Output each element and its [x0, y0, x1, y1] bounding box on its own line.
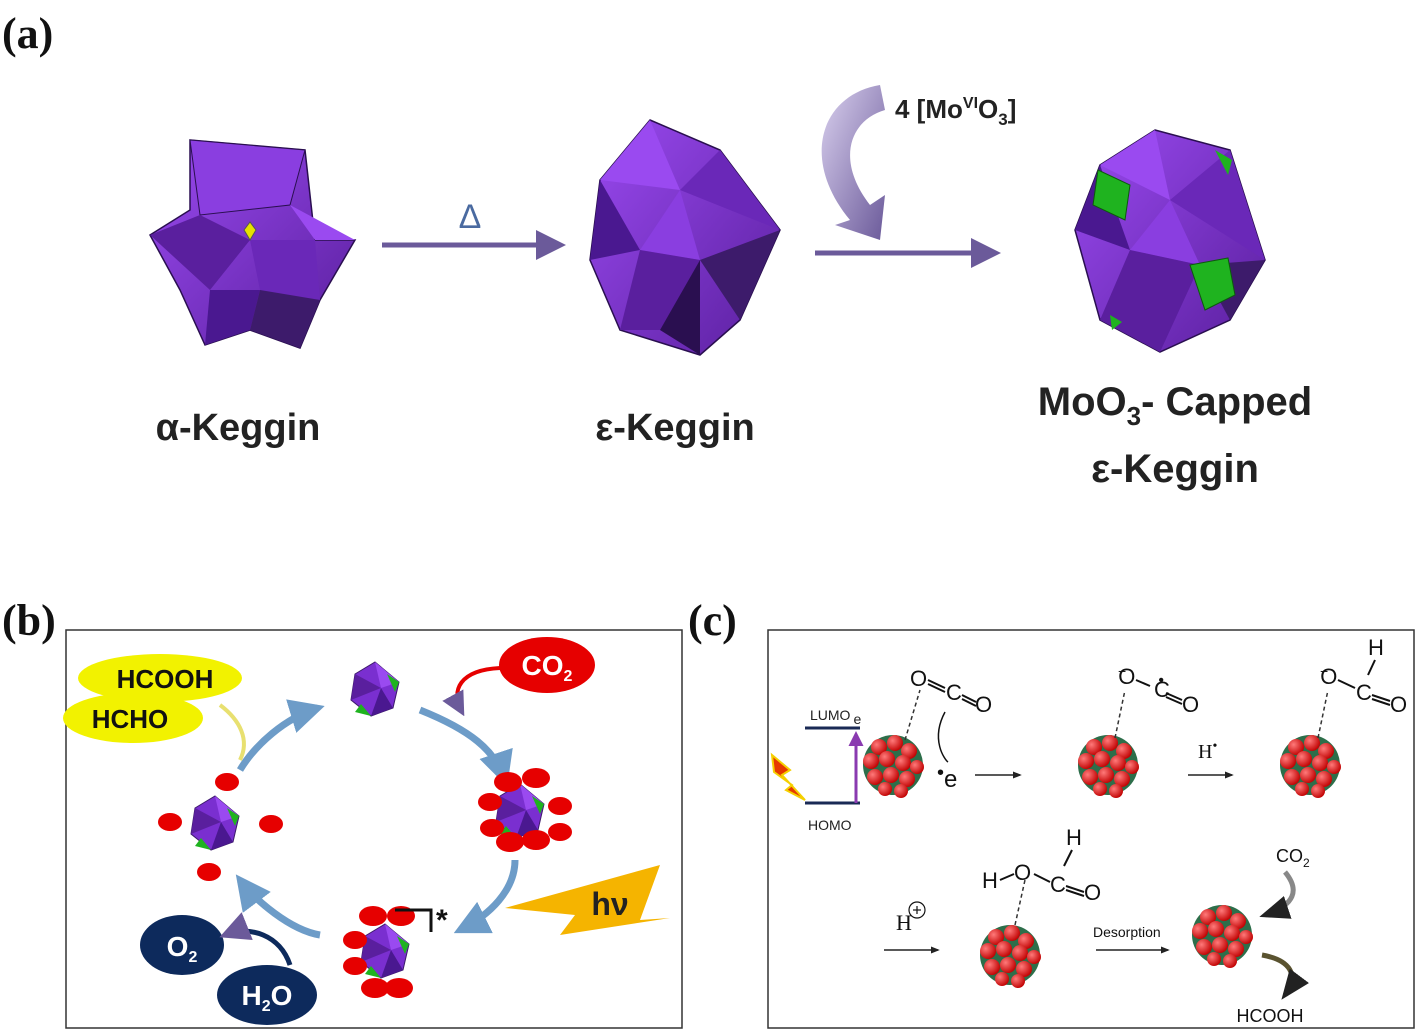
- light-bolt: hν: [505, 865, 670, 935]
- catalyst-bottom-excited: [343, 906, 433, 998]
- homo-label: HOMO: [808, 817, 852, 833]
- capped-keggin-structure: [1074, 129, 1266, 353]
- cluster-5: [1192, 905, 1253, 968]
- catalyst-top: [350, 661, 400, 717]
- svg-text:H: H: [1066, 825, 1082, 850]
- catalyst-left-with-co2: [158, 773, 283, 881]
- water-oxidation-arrow: [219, 912, 293, 966]
- cluster-2: [1078, 735, 1139, 798]
- capped-keggin-label: MoO3- Capped: [1038, 380, 1312, 431]
- svg-text:H: H: [1368, 635, 1384, 660]
- product-release-arrow: [218, 703, 246, 761]
- hcho-product: HCHO: [92, 704, 169, 734]
- co2-c1: C: [946, 680, 962, 705]
- hcooh-product: HCOOH: [117, 664, 214, 694]
- svg-text:H: H: [982, 868, 998, 893]
- svg-text:−O: −O: [1118, 663, 1135, 689]
- h2o-bubble: H2O: [217, 965, 317, 1025]
- svg-text:O2: O2: [167, 931, 198, 966]
- photon-bolt-icon: [770, 752, 806, 801]
- svg-text:O: O: [1390, 692, 1407, 717]
- reagent-label: 4 [MoVIO3]: [895, 94, 1016, 129]
- cycle-arrow-left-up: [236, 699, 325, 772]
- moo3-cap-right: [1189, 257, 1236, 311]
- o2-bubble: O2: [140, 915, 224, 975]
- co2-in-arrow: [1259, 870, 1296, 919]
- hcooh-out-label: HCOOH: [1237, 1006, 1304, 1026]
- svg-text:O: O: [1084, 880, 1101, 905]
- alpha-keggin-structure: [149, 139, 357, 349]
- epsilon-keggin-label: ε-Keggin: [595, 407, 754, 449]
- panel-b-frame: [65, 629, 683, 1029]
- light-label: hν: [591, 886, 628, 922]
- reagent-curved-arrow: [821, 85, 885, 240]
- h-dot-label: H•: [1198, 739, 1217, 763]
- catalyst-right-with-co2: [478, 768, 572, 852]
- electron-label: •e: [937, 762, 957, 793]
- cycle-arrow-right-down: [453, 859, 519, 934]
- svg-text:C: C: [1356, 680, 1372, 705]
- moo3-cap-top: [1215, 150, 1232, 175]
- svg-text:C: C: [1050, 872, 1066, 897]
- plus-circle-icon: [908, 901, 926, 919]
- desorption-label: Desorption: [1093, 924, 1161, 940]
- co2-out-label: CO2: [1276, 846, 1310, 870]
- svg-text:O: O: [1014, 860, 1031, 885]
- alpha-keggin-label: α-Keggin: [156, 407, 321, 449]
- panel-c-label: (c): [688, 596, 737, 645]
- excited-state-star: *: [436, 904, 448, 937]
- cluster-4: [980, 925, 1041, 988]
- co2-input-arrow: [442, 666, 501, 717]
- co2-o2: O: [975, 692, 992, 717]
- cluster-1: [863, 735, 924, 798]
- svg-text:•C: •C: [1154, 672, 1170, 702]
- h-plus-label: H: [896, 910, 912, 935]
- cluster-3: [1280, 735, 1341, 798]
- cycle-arrow-bottom-left: [235, 874, 321, 939]
- co2-bubble: CO2: [499, 637, 595, 693]
- moo3-cap-left: [1092, 169, 1131, 221]
- panel-a-label: (a): [2, 9, 53, 58]
- svg-text:O: O: [1182, 692, 1199, 717]
- capped-keggin-label-line2: ε-Keggin: [1091, 447, 1259, 491]
- panel-b-label: (b): [2, 596, 56, 645]
- epsilon-keggin-structure: [589, 119, 781, 356]
- co2-o1: O: [910, 666, 927, 691]
- moo3-cap-bottom: [1110, 315, 1122, 330]
- cycle-arrow-top-right: [418, 706, 513, 787]
- products-bubble: HCOOH HCHO: [63, 654, 242, 743]
- svg-text:−O: −O: [1320, 663, 1337, 689]
- panel-c-frame: [767, 629, 1415, 1029]
- co2-bubble-text: CO2: [522, 650, 573, 685]
- heat-symbol: Δ: [459, 198, 482, 236]
- svg-text:H2O: H2O: [242, 980, 293, 1015]
- hcooh-out-arrow: [1261, 952, 1309, 1000]
